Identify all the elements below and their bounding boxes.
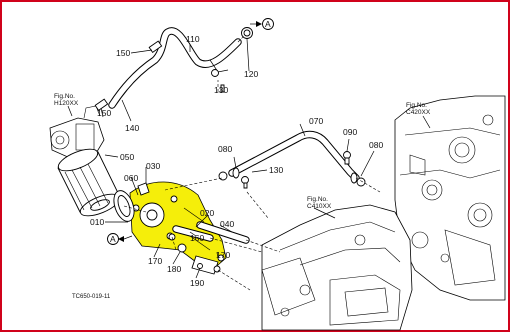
callout-060: 060 [124,173,138,183]
fig-ref-h120: Fig.No. H120XX [54,93,79,107]
callout-080-left: 080 [218,144,232,154]
leader-lines [67,38,431,279]
callout-040: 040 [220,219,234,229]
pipe-070 [218,130,366,189]
svg-text:C410XX: C410XX [307,203,332,210]
callout-170-left: 170 [148,256,162,266]
callout-030: 030 [146,161,160,171]
center-housing [261,204,413,331]
callout-180: 180 [167,264,181,274]
callout-090: 090 [343,127,357,137]
callout-160: 160 [190,233,204,243]
callout-010: 010 [90,217,104,227]
connection-lines [123,34,381,291]
callout-190: 190 [190,278,204,288]
callout-130-mid: 130 [269,165,283,175]
callout-170-right: 170 [216,250,230,260]
callout-150-top: 150 [116,48,130,58]
callout-070: 070 [309,116,323,126]
callout-110: 110 [186,34,200,44]
svg-text:Fig.No.: Fig.No. [406,102,427,109]
callout-120: 120 [244,69,258,79]
svg-text:A: A [110,234,116,244]
transmission-housing [394,95,506,301]
callout-140: 140 [125,123,139,133]
fig-ref-c410: Fig.No. C410XX [307,196,332,210]
callout-050: 050 [120,152,134,162]
callout-020: 020 [200,208,214,218]
reference-marker-a-left: A [107,233,133,245]
fig-ref-c420: Fig.No. C420XX [406,102,431,116]
oil-filter-cartridge [57,148,121,217]
svg-text:C420XX: C420XX [406,109,431,116]
svg-text:Fig.No.: Fig.No. [307,196,328,203]
svg-text:A: A [265,19,271,29]
callout-080-right: 080 [369,140,383,150]
callout-labels: 110 150 120 130 150 140 050 030 060 010 … [90,34,383,288]
callout-150-left: 150 [97,108,111,118]
reference-marker-a-top: A [250,18,274,30]
drawing-code: TC650-019-11 [72,294,111,300]
svg-text:H120XX: H120XX [54,100,79,107]
svg-text:Fig.No.: Fig.No. [54,93,75,100]
callout-130-top: 130 [214,85,228,95]
hose-clamps-upper [94,27,253,111]
pipes-160-040 [168,221,250,275]
